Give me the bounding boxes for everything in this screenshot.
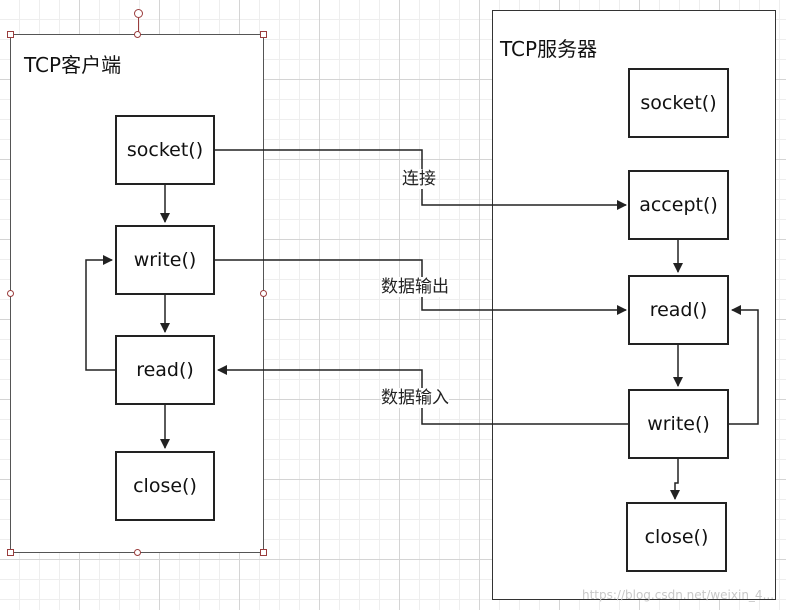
rotate-handle[interactable] [134, 9, 143, 18]
resize-handle-top-right[interactable] [260, 31, 267, 38]
client-read-node[interactable]: read() [115, 335, 215, 405]
resize-handle-bottom-right[interactable] [260, 549, 267, 556]
edge-label-data-out: 数据输出 [381, 277, 449, 297]
server-socket-node[interactable]: socket() [628, 68, 729, 138]
resize-handle-right-middle[interactable] [260, 290, 267, 297]
client-write-node[interactable]: write() [115, 225, 215, 295]
edge-label-connect: 连接 [402, 169, 436, 189]
rotate-handle-stem [138, 18, 139, 32]
edge-label-data-in: 数据输入 [381, 388, 449, 408]
resize-handle-bottom-left[interactable] [7, 549, 14, 556]
client-socket-node[interactable]: socket() [115, 115, 215, 185]
server-title: TCP服务器 [500, 37, 598, 61]
edge-server-write-loop-to-read [729, 305, 759, 425]
resize-handle-left-middle[interactable] [7, 290, 14, 297]
edge-client-read-loop-to-write [85, 255, 115, 371]
client-title: TCP客户端 [24, 53, 122, 77]
resize-handle-top-middle[interactable] [134, 31, 141, 38]
resize-handle-top-left[interactable] [7, 31, 14, 38]
watermark: https://blog.csdn.net/weixin_4... [582, 588, 775, 602]
server-accept-node[interactable]: accept() [628, 170, 729, 240]
edge-server-write-to-close [670, 459, 680, 500]
client-close-node[interactable]: close() [115, 451, 215, 521]
resize-handle-bottom-middle[interactable] [134, 549, 141, 556]
server-write-node[interactable]: write() [628, 389, 729, 459]
server-read-node[interactable]: read() [628, 275, 729, 345]
server-close-node[interactable]: close() [626, 502, 727, 572]
